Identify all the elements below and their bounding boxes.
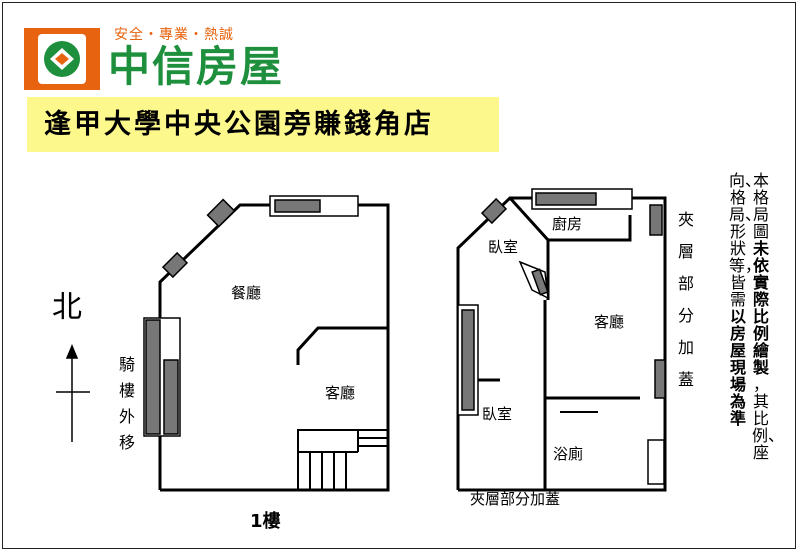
mezz-living-room: 客廳 <box>594 313 625 331</box>
mezz-kitchen: 廚房 <box>552 215 583 233</box>
north-label: 北 <box>52 290 82 325</box>
floor1-window-diag-2 <box>161 251 189 279</box>
mezz-window-right-1 <box>649 204 663 236</box>
mezz-window-bath <box>647 439 665 485</box>
mezz-bottom-note: 夾層部分加蓋 <box>470 490 561 508</box>
mezz-living-wall <box>543 300 640 400</box>
arcade-relocation-label: 騎樓外移 <box>118 355 135 452</box>
north-arrow-icon <box>56 344 90 442</box>
store-banner <box>27 97 499 152</box>
floor1-dining-room: 餐廳 <box>231 284 262 302</box>
store-name: 逢甲大學中央公園旁賺錢角店 <box>44 109 434 140</box>
mezz-closet <box>518 260 549 300</box>
floor1-stairs <box>297 429 389 491</box>
mezz-bedroom-1: 臥室 <box>488 238 519 256</box>
mezz-bathroom: 浴廁 <box>553 445 584 463</box>
logo-icon <box>24 28 100 90</box>
floor1-window-diag-1 <box>206 198 236 228</box>
mezz-window-diag <box>480 197 508 225</box>
disclaimer-line1: 本格局圖 未依實際比例繪製 ，其比例、座 <box>752 171 785 462</box>
mezz-kitchen-wall <box>548 215 632 242</box>
mezz-side-note: 夾層部分加蓋 <box>677 210 694 389</box>
floor1-label: 1樓 <box>250 511 281 532</box>
mezz-bedroom-2: 臥室 <box>482 405 513 423</box>
floor1-partition <box>296 326 388 365</box>
mezz-window-right-2 <box>654 359 666 399</box>
brand-tagline: 安全・專業・熱誠 <box>114 27 234 43</box>
brand-name: 中信房屋 <box>108 42 285 91</box>
disclaimer-line2: 向、格局、形狀等，皆需 以房屋現場為準 <box>729 171 762 428</box>
floor1-living-room: 客廳 <box>325 384 356 402</box>
floor1-outer-wall <box>158 203 390 492</box>
